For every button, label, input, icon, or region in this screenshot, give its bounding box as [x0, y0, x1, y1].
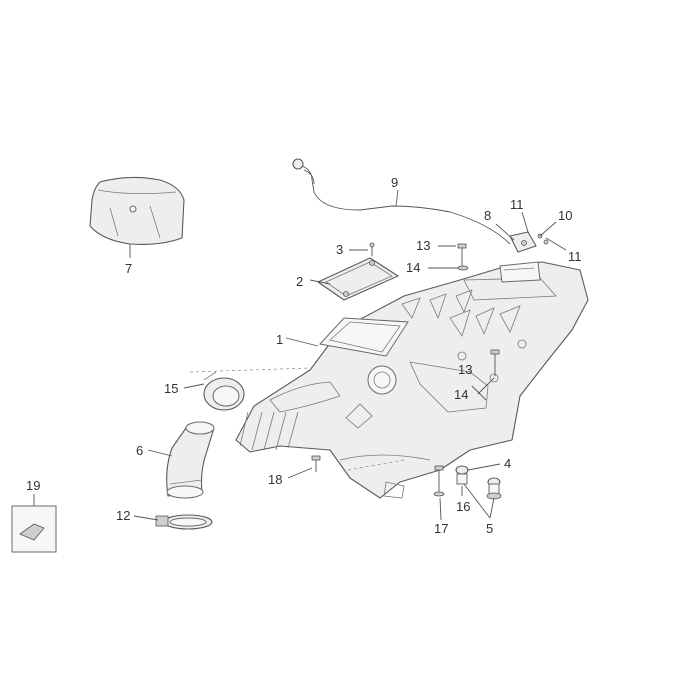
callout-19: 19	[26, 478, 40, 493]
callout-15: 15	[164, 381, 178, 396]
callout-7: 7	[125, 261, 132, 276]
callout-18: 18	[268, 472, 282, 487]
part-8-latch	[509, 231, 549, 253]
callout-13-lower: 13	[458, 362, 472, 377]
callout-17: 17	[434, 521, 448, 536]
callout-3: 3	[336, 242, 343, 257]
callout-labels: 1 2 3 4 5 6 7 8 9 10 11 11 12 13 13 14 1…	[26, 175, 582, 536]
callout-4: 4	[504, 456, 511, 471]
callout-11-upper: 11	[510, 197, 524, 212]
part-6-duct-hose	[166, 421, 215, 499]
part-1-floor-panel	[235, 261, 589, 499]
callout-16: 16	[456, 499, 470, 514]
leader-lines	[33, 189, 567, 521]
part-2-lid	[317, 257, 399, 301]
callout-2: 2	[296, 274, 303, 289]
part-19-clip	[11, 505, 57, 553]
callout-12: 12	[116, 508, 130, 523]
part-7-cover-bag	[89, 176, 185, 245]
callout-13-upper: 13	[416, 238, 430, 253]
callout-5: 5	[486, 521, 493, 536]
part-12-hose-clamp	[155, 514, 213, 530]
part-4-grommet	[455, 465, 502, 500]
part-17-bolt	[433, 465, 445, 497]
callout-10: 10	[558, 208, 572, 223]
callout-11-lower: 11	[568, 249, 582, 264]
callout-9: 9	[391, 175, 398, 190]
callout-14-lower: 14	[454, 387, 468, 402]
callout-1: 1	[276, 332, 283, 347]
part-9-cable	[292, 158, 511, 245]
part-15-clamp	[203, 371, 245, 411]
part-18-bolt	[311, 455, 321, 472]
callout-14-upper: 14	[406, 260, 420, 275]
callout-8: 8	[484, 208, 491, 223]
part-13-bolt-lower	[490, 349, 500, 376]
callout-6: 6	[136, 443, 143, 458]
part-3-screw	[369, 242, 375, 256]
part-16-spacer	[456, 473, 468, 485]
part-13-bolt-upper	[457, 243, 469, 271]
